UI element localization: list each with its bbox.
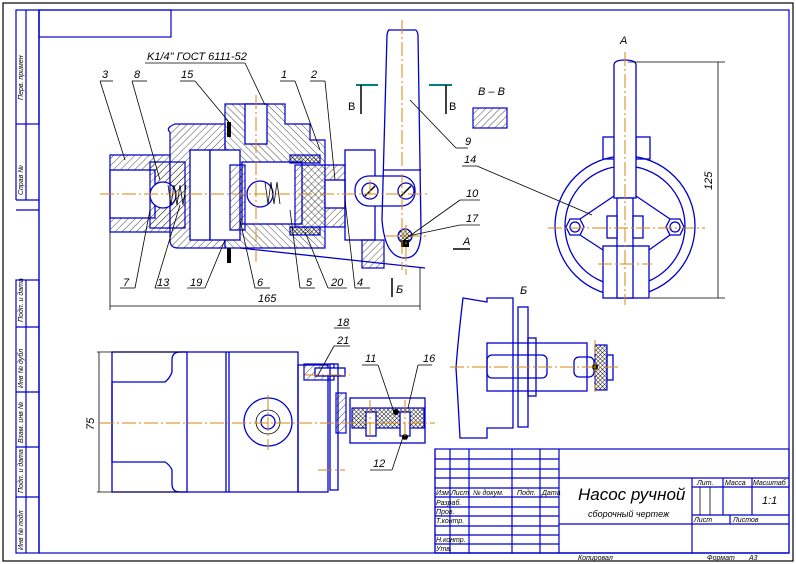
drawing-frame [38, 9, 790, 554]
callout-1: 1 [281, 69, 287, 81]
callout-19: 19 [190, 277, 202, 289]
tb-row-developed: Разраб. [436, 499, 461, 507]
tb-header-change: Изм. [436, 490, 451, 497]
tb-copied-label: Копировал [578, 555, 613, 562]
callout-10: 10 [466, 188, 479, 200]
callout-16: 16 [423, 353, 436, 365]
title-block [434, 448, 790, 554]
tb-row-norm-control: Н.контр. [436, 537, 466, 544]
tb-header-sheet: Лист [450, 490, 469, 497]
leader-lines-main [99, 62, 593, 289]
callout-17: 17 [466, 213, 479, 225]
callout-20: 20 [330, 277, 344, 289]
tb-mass-label: Масса [725, 480, 746, 487]
side-label-duplicate-inv: Инв № дубл [17, 349, 25, 388]
dimension-width [97, 351, 180, 493]
drawing-subtitle: сборочный чертеж [588, 509, 670, 519]
tb-header-date: Дата [541, 490, 561, 497]
side-label-first-use: Перв. примен [18, 55, 25, 100]
side-label-reference-no: Справ № [18, 165, 25, 195]
view-a-arrow-label: A [462, 236, 470, 248]
tb-row-checked: Пров. [436, 509, 455, 516]
tb-format-value: A3 [748, 555, 758, 562]
tb-format-label: Формат [707, 555, 735, 562]
callout-6: 6 [257, 277, 264, 289]
tb-scale-value: 1:1 [762, 495, 777, 507]
callout-21: 21 [336, 335, 349, 347]
side-label-original-inv: Инв № подл [17, 510, 25, 550]
side-label-signature-date-1: Подп. и дата [17, 278, 25, 322]
tb-sheet-label: Лист [693, 517, 712, 524]
callout-12: 12 [373, 458, 385, 470]
callout-9: 9 [465, 136, 471, 148]
view-b-arrow-label: Б [396, 284, 403, 296]
view-a [548, 52, 705, 305]
callout-11: 11 [365, 353, 376, 365]
section-cut-marks [356, 84, 452, 114]
dimension-length [109, 232, 421, 310]
callout-15: 15 [181, 69, 194, 81]
callout-8: 8 [134, 69, 141, 81]
view-a-label: A [619, 35, 627, 47]
section-label: В – В [478, 86, 505, 98]
plan-view [100, 351, 435, 493]
section-bb-profile [472, 107, 508, 129]
callout-5: 5 [306, 277, 313, 289]
tb-row-tech-control: Т.контр. [436, 518, 464, 525]
cut-mark-right: В [449, 101, 456, 113]
leader-lines-plan [317, 327, 432, 471]
callout-7: 7 [123, 277, 130, 289]
callout-2: 2 [310, 69, 317, 81]
callout-4: 4 [357, 277, 363, 289]
cut-mark-left: В [348, 101, 355, 113]
dimension-width-value: 75 [85, 417, 97, 430]
tb-header-doc-no: № докум. [473, 489, 504, 497]
dimension-height [628, 61, 725, 299]
drawing-title: Насос ручной [578, 485, 686, 504]
tb-lit-label: Лит. [696, 480, 713, 487]
callout-3: 3 [102, 69, 109, 81]
dimension-height-value: 125 [703, 171, 715, 190]
view-b-label: Б [520, 285, 527, 297]
tb-header-signature: Подп. [517, 489, 536, 497]
tb-sheets-label: Листов [732, 517, 759, 524]
thread-note: K1/4" ГОСТ 6111-52 [147, 51, 247, 63]
view-b [450, 297, 620, 439]
callout-13: 13 [157, 277, 170, 289]
dimension-length-value: 165 [258, 293, 277, 305]
callout-18: 18 [337, 317, 350, 329]
side-label-signature-date-2: Подп. и дата [17, 449, 25, 493]
side-strip-bottom [15, 279, 40, 554]
main-section-view [100, 20, 430, 275]
tb-row-approved: Утв. [435, 546, 452, 553]
side-label-replace-inv: Взам. инв № [18, 401, 25, 443]
callout-14: 14 [464, 154, 476, 166]
tb-scale-label: Масштаб [753, 479, 787, 487]
